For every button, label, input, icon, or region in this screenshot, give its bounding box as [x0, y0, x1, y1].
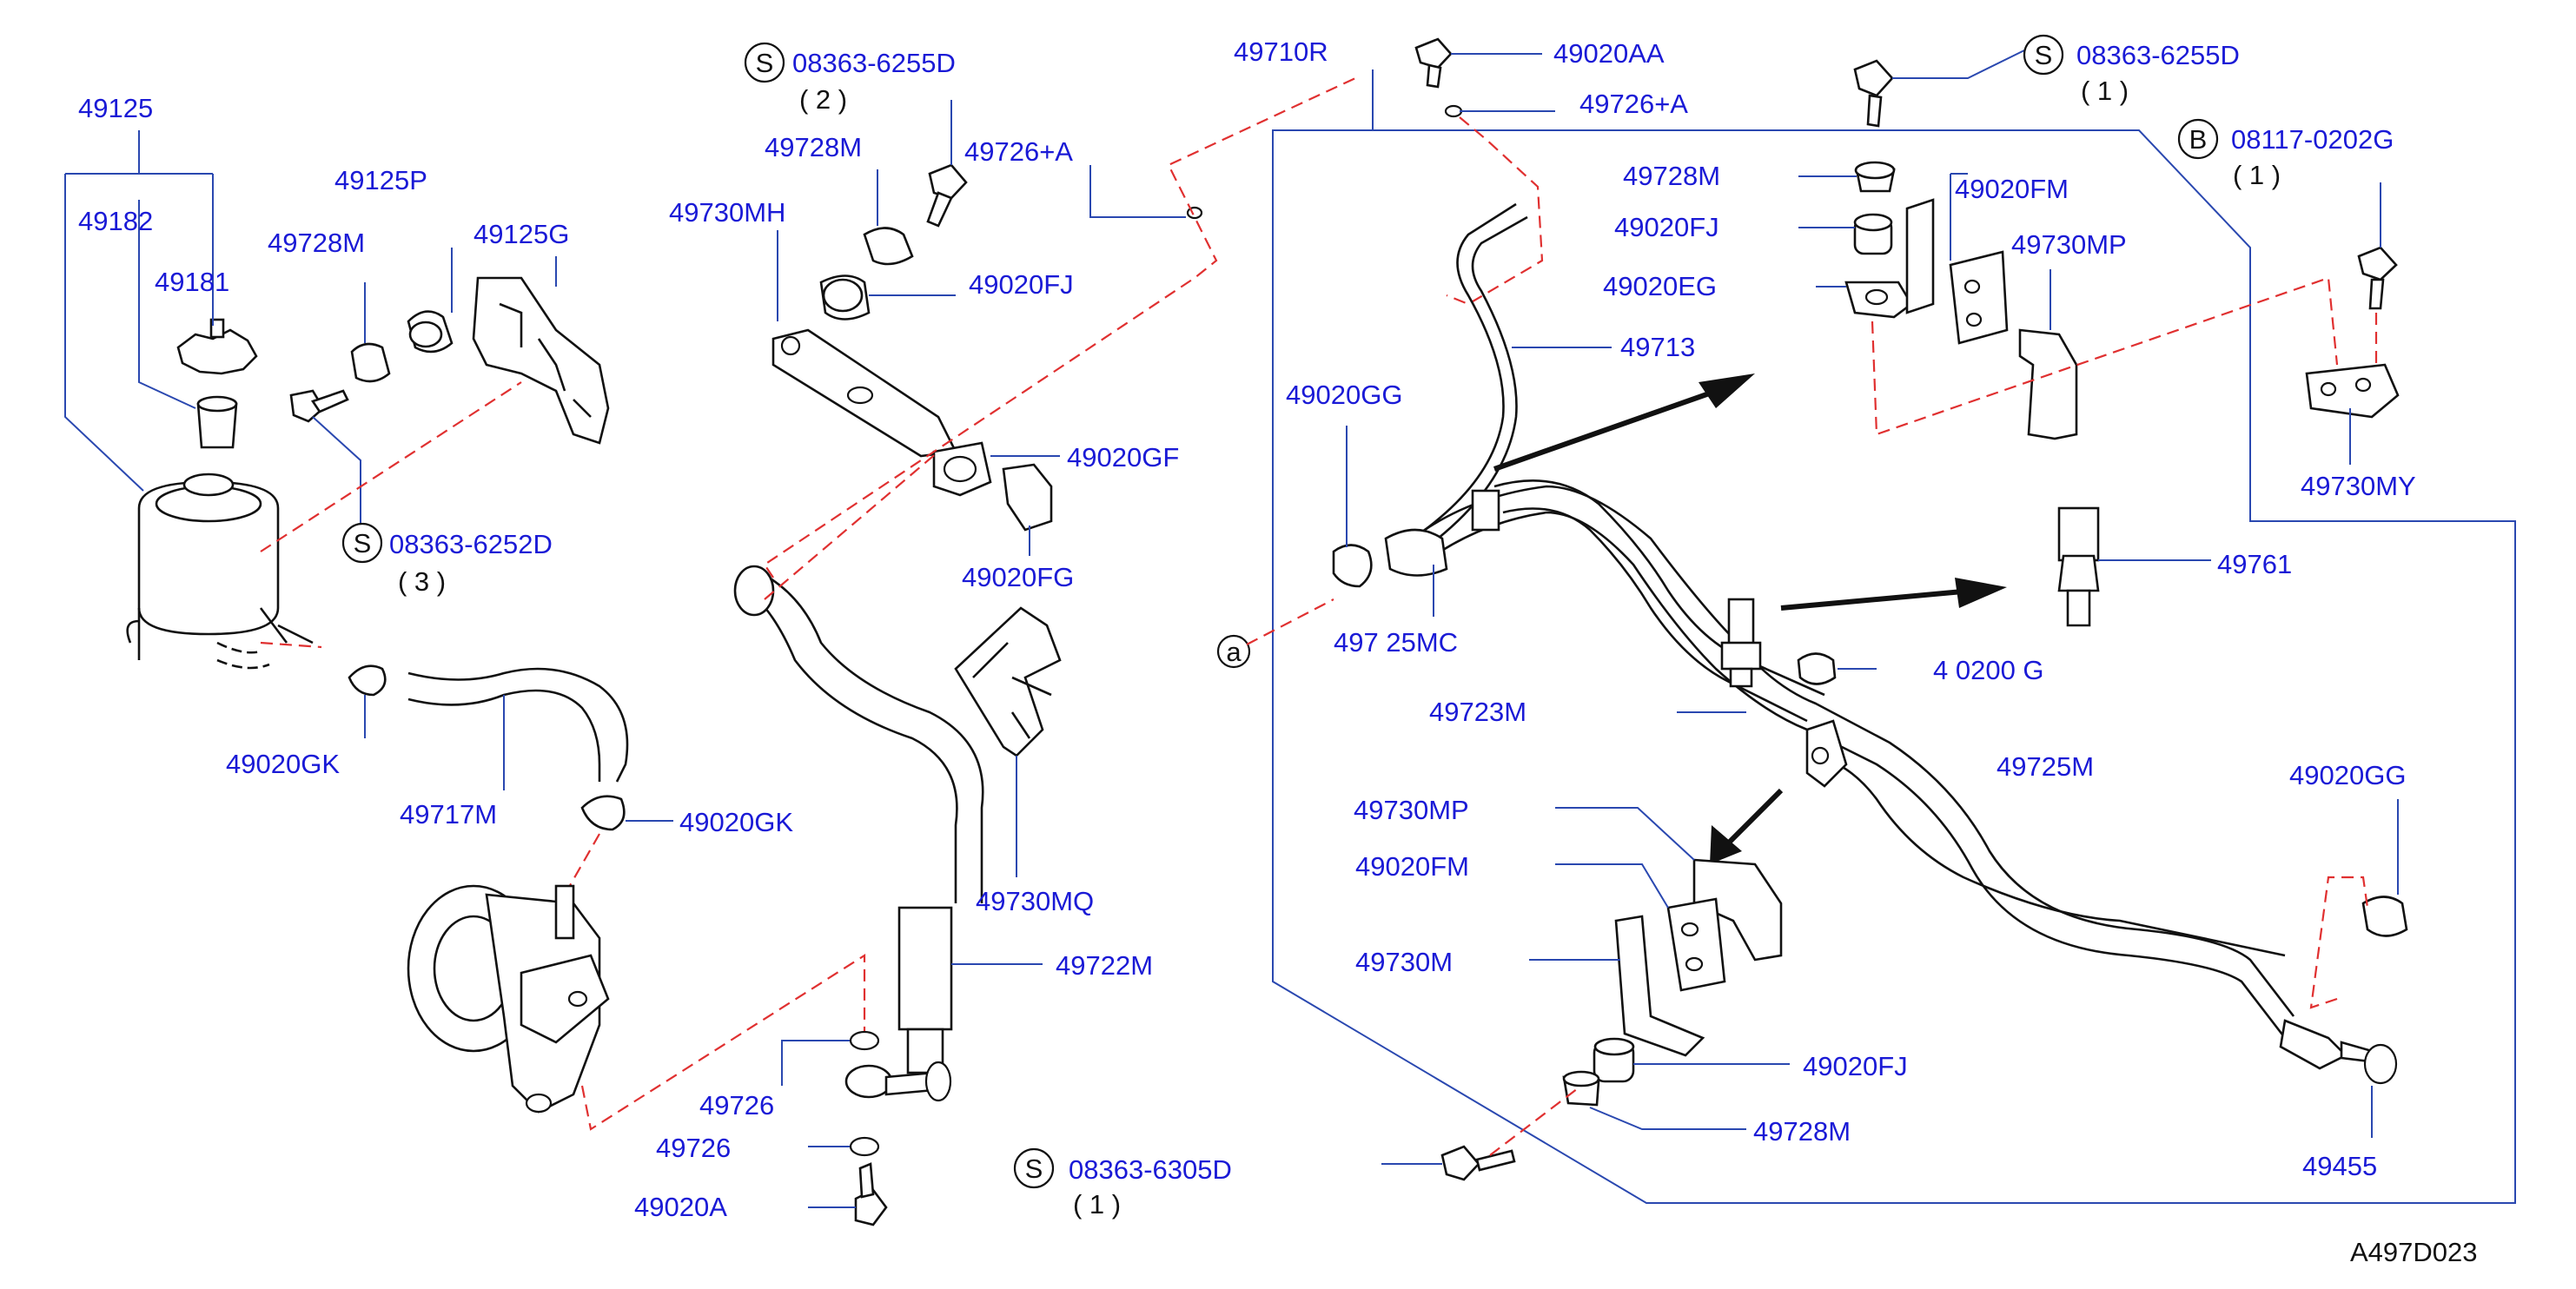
label-49722m: 49722M: [1056, 950, 1153, 981]
label-49020gg-mid: 4 0200 G: [1933, 655, 2044, 685]
label-49730mh: 49730MH: [669, 197, 785, 228]
callout-b1-symbol: B: [2189, 124, 2208, 155]
label-49020fg: 49020FG: [962, 562, 1074, 592]
label-49020aa: 49020AA: [1553, 38, 1665, 69]
label-49730mp-right: 49730MP: [2011, 229, 2127, 260]
callout-s1-code: 08363-6255D: [792, 48, 956, 78]
drawing-code: A497D023: [2350, 1237, 2478, 1267]
label-49020fj-low: 49020FJ: [1803, 1051, 1908, 1081]
callout-s4-qty: ( 1 ): [2081, 76, 2129, 106]
callout-s2-code: 08363-6252D: [389, 529, 553, 559]
callout-s3-qty: ( 1 ): [1073, 1189, 1121, 1220]
label-49020gf: 49020GF: [1067, 442, 1179, 473]
detail-lower-right: [1381, 807, 1790, 1181]
label-49182: 49182: [78, 206, 153, 236]
label-49020fj-right: 49020FJ: [1614, 212, 1719, 242]
label-49125: 49125: [78, 93, 153, 123]
label-49728m-left: 49728M: [268, 228, 365, 258]
label-49020gg-right: 49020GG: [2289, 760, 2406, 790]
callout-s1-qty: ( 2 ): [799, 84, 847, 115]
pump-group: [216, 641, 866, 1131]
label-49125p: 49125P: [334, 165, 427, 195]
callout-a-symbol: a: [1226, 637, 1242, 667]
callout-symbols: S S S S B a: [341, 34, 2219, 1189]
label-49717m: 49717M: [400, 799, 497, 830]
label-49713: 49713: [1620, 332, 1695, 362]
label-49726a-mid: 49726+A: [964, 136, 1073, 167]
label-49020eg: 49020EG: [1603, 271, 1717, 301]
callout-s2-symbol: S: [354, 528, 372, 559]
label-49020fm-low: 49020FM: [1355, 851, 1469, 882]
label-49020gk-b: 49020GK: [679, 807, 793, 837]
label-49730my: 49730MY: [2301, 471, 2416, 501]
part-labels: 49125 49182 49181 49125P 49125G 49728M 0…: [78, 36, 2478, 1267]
reservoir-group: [64, 130, 610, 660]
callout-s2-qty: ( 3 ): [398, 566, 446, 597]
tube-group: [1216, 37, 2516, 1204]
label-49730mq: 49730MQ: [976, 886, 1094, 916]
label-49728m-low: 49728M: [1753, 1116, 1851, 1147]
label-49728m-mid: 49728M: [765, 132, 862, 162]
callout-b1-code: 08117-0202G: [2231, 124, 2394, 155]
label-49125g: 49125G: [473, 219, 569, 249]
label-49730mp-low: 49730MP: [1354, 795, 1469, 825]
callout-s4-code: 08363-6255D: [2076, 40, 2240, 70]
label-49020a: 49020A: [634, 1192, 727, 1222]
pressure-hose-group: [733, 77, 1356, 1226]
label-49726a-top: 49726+A: [1579, 89, 1688, 119]
label-49725m: 49725M: [1997, 751, 2094, 782]
label-49181: 49181: [155, 267, 229, 297]
label-49020fm-right: 49020FM: [1955, 174, 2069, 204]
label-49728m-right: 49728M: [1623, 161, 1720, 191]
label-4972xmc: 497 25MC: [1334, 627, 1458, 658]
label-49020gg-left: 49020GG: [1286, 380, 1402, 410]
callout-s4-symbol: S: [2035, 40, 2053, 70]
label-49726-b: 49726: [656, 1133, 731, 1163]
callout-b1-qty: ( 1 ): [2233, 160, 2281, 190]
label-49020gk-a: 49020GK: [226, 749, 340, 779]
label-49761: 49761: [2217, 549, 2292, 579]
label-49455: 49455: [2302, 1151, 2377, 1181]
label-49723m: 49723M: [1429, 697, 1526, 727]
detail-upper-right: [1798, 50, 2400, 627]
label-49730m: 49730M: [1355, 947, 1453, 977]
label-49020fj-mid: 49020FJ: [969, 269, 1074, 300]
callout-s1-symbol: S: [756, 48, 774, 78]
label-49710r: 49710R: [1234, 36, 1328, 67]
callout-s3-code: 08363-6305D: [1069, 1154, 1232, 1185]
callout-s3-symbol: S: [1025, 1153, 1043, 1184]
label-49726-a: 49726: [699, 1090, 774, 1120]
